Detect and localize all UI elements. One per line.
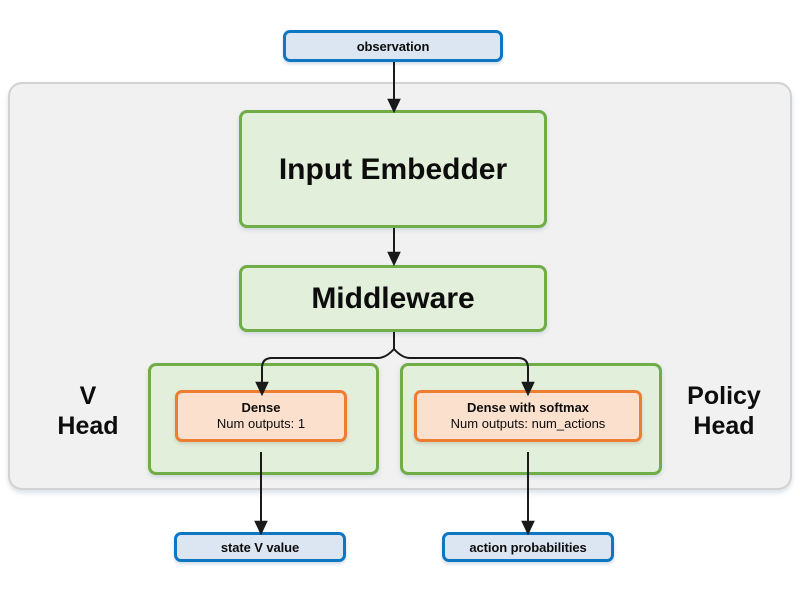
caption-policy-head-line2: Head: [693, 411, 755, 440]
node-v-dense-subtitle: Num outputs: 1: [216, 416, 306, 431]
node-action-probabilities-label: action probabilities: [469, 539, 587, 555]
caption-policy-head-line1: Policy: [687, 382, 761, 410]
node-observation-label: observation: [356, 38, 430, 54]
node-state-v-value[interactable]: state V value: [174, 532, 346, 562]
node-middleware[interactable]: Middleware: [239, 265, 547, 332]
node-policy-dense-title: Dense with softmax: [466, 399, 590, 415]
node-input-embedder[interactable]: Input Embedder: [239, 110, 547, 228]
node-action-probabilities[interactable]: action probabilities: [442, 532, 614, 562]
node-policy-dense-subtitle: Num outputs: num_actions: [450, 416, 606, 431]
node-middleware-label: Middleware: [311, 282, 475, 315]
node-state-v-value-label: state V value: [220, 539, 300, 555]
caption-v-head-line2: Head: [57, 411, 119, 440]
node-v-dense-title: Dense: [241, 399, 281, 415]
node-input-embedder-label: Input Embedder: [278, 152, 508, 186]
caption-policy-head: Policy Head: [664, 382, 784, 441]
caption-v-head: V Head: [38, 382, 138, 441]
node-v-dense[interactable]: Dense Num outputs: 1: [175, 390, 347, 442]
caption-v-head-line1: V: [79, 382, 97, 410]
node-observation[interactable]: observation: [283, 30, 503, 62]
node-policy-dense[interactable]: Dense with softmax Num outputs: num_acti…: [414, 390, 642, 442]
